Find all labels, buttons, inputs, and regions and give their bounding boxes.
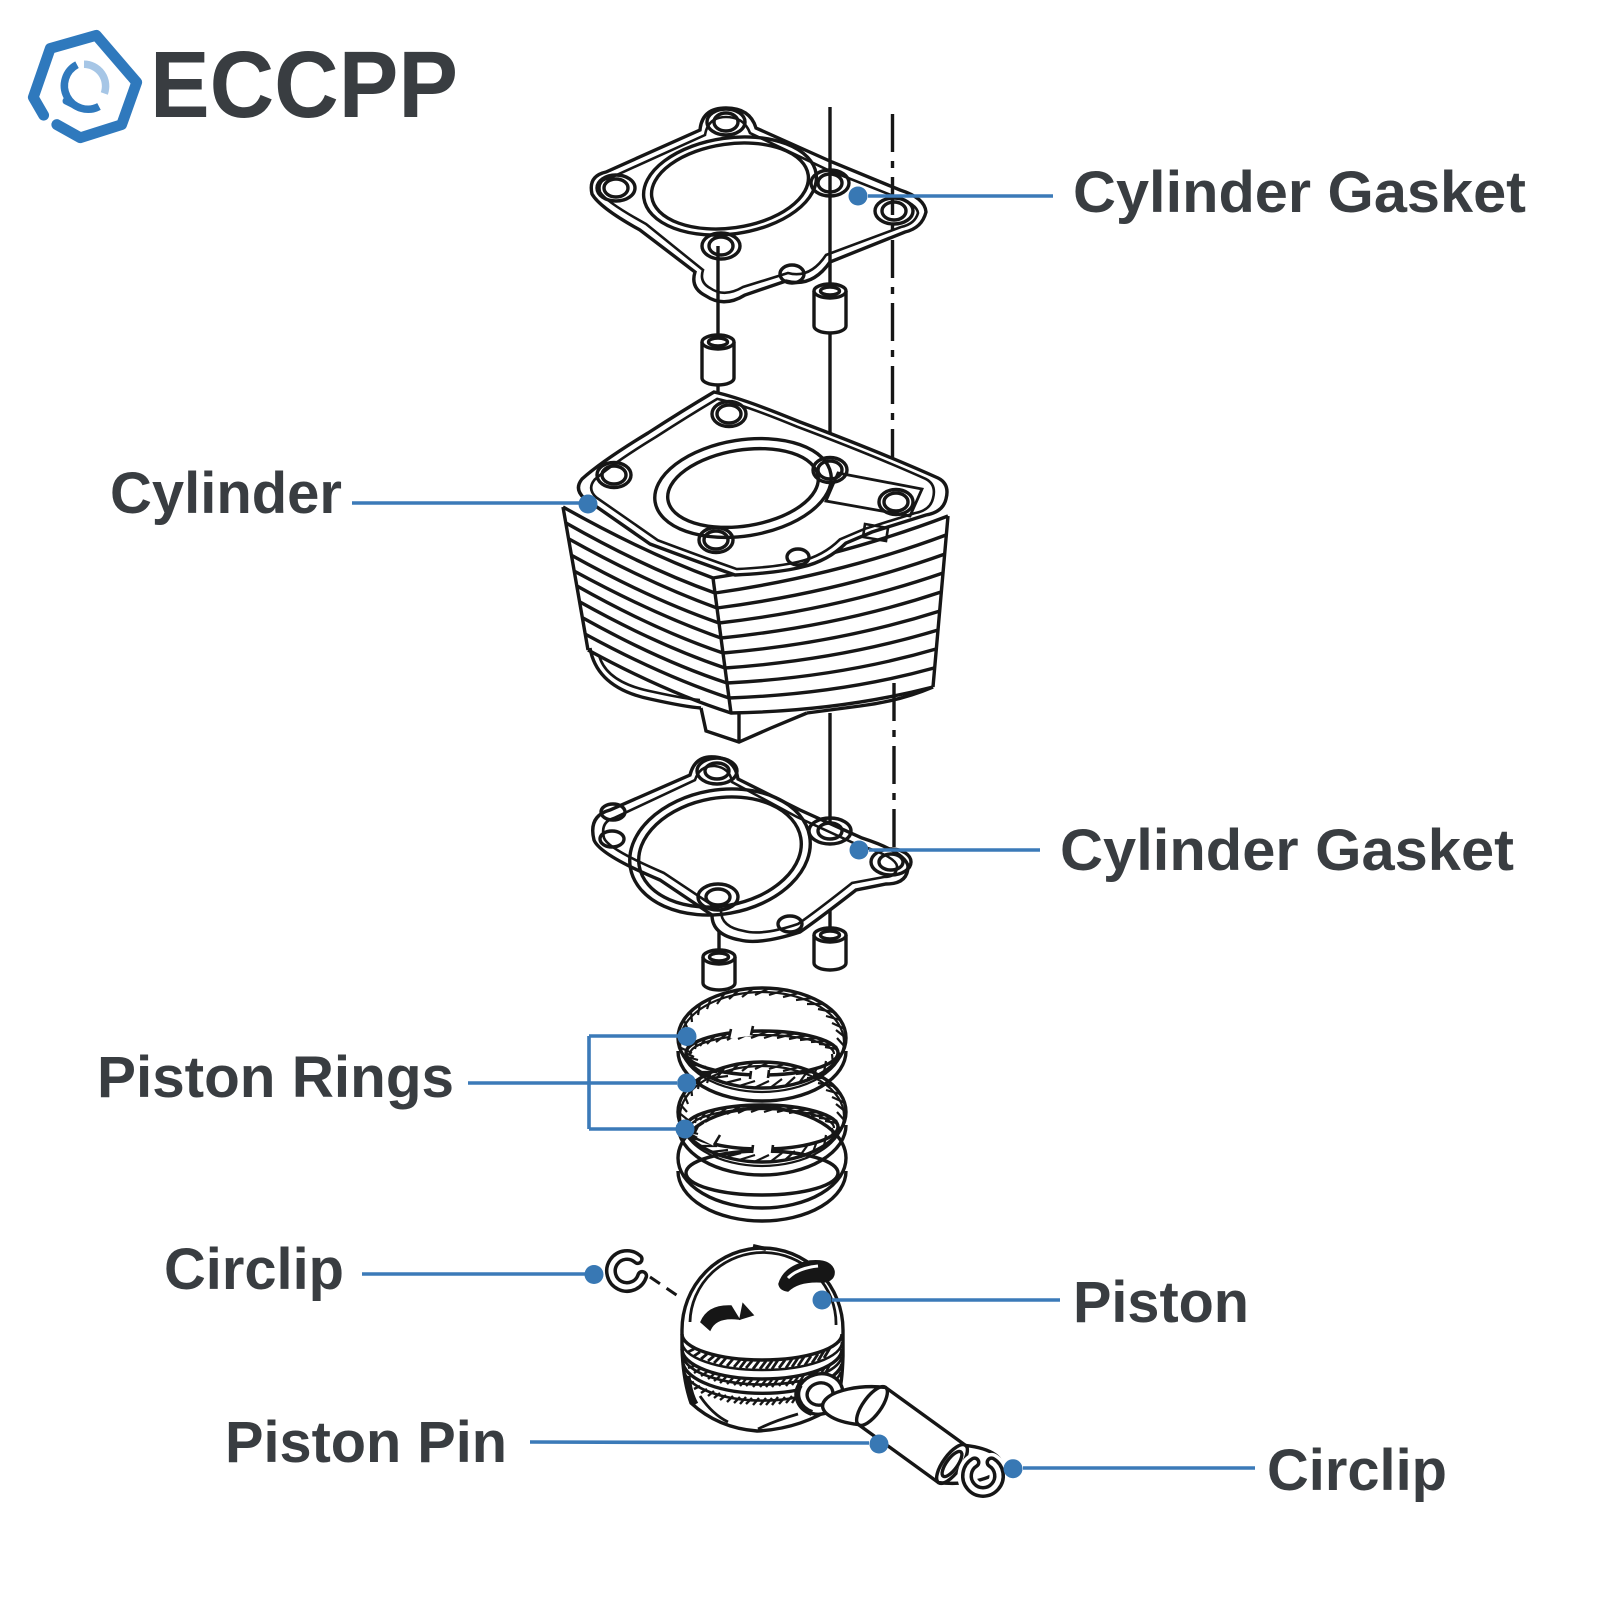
svg-text:Piston Pin: Piston Pin: [225, 1410, 507, 1475]
svg-text:Cylinder Gasket: Cylinder Gasket: [1060, 818, 1514, 883]
svg-text:Cylinder: Cylinder: [110, 461, 342, 526]
svg-text:ECCPP: ECCPP: [150, 32, 458, 138]
svg-text:Circlip: Circlip: [164, 1237, 344, 1302]
svg-text:Piston: Piston: [1073, 1270, 1249, 1335]
svg-text:Circlip: Circlip: [1267, 1438, 1447, 1503]
svg-text:Piston Rings: Piston Rings: [97, 1045, 454, 1110]
svg-text:Cylinder Gasket: Cylinder Gasket: [1073, 160, 1526, 225]
